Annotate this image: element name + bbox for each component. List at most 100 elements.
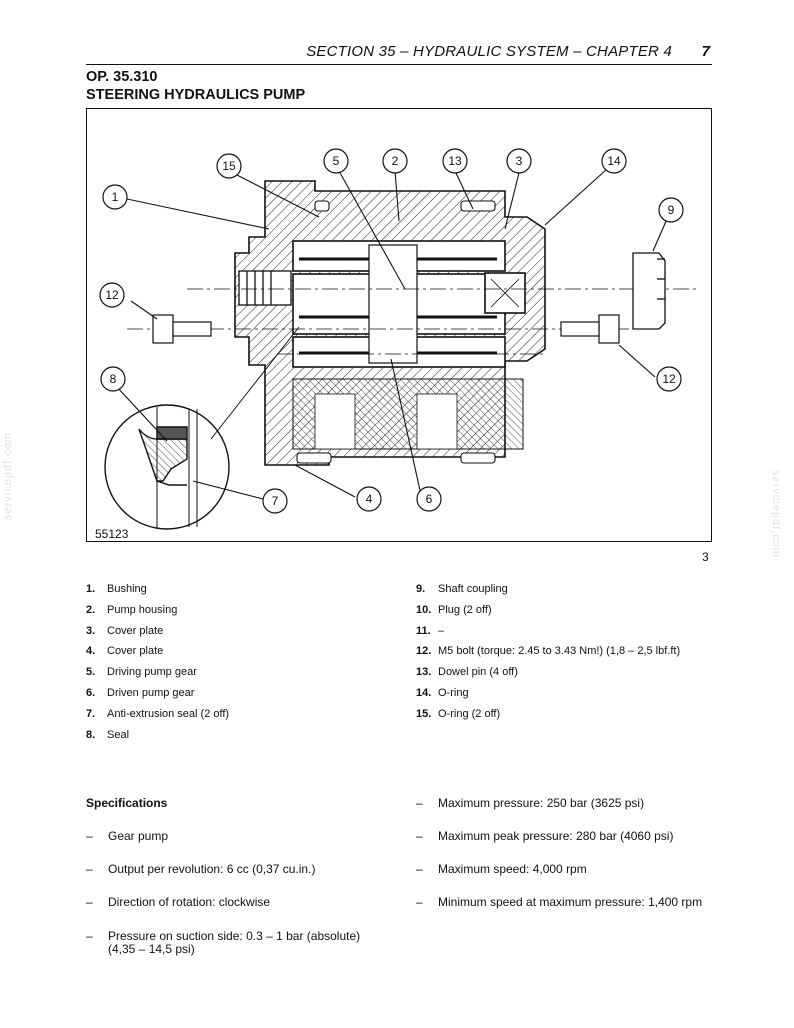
spec-item: –Maximum pressure: 250 bar (3625 psi) xyxy=(416,797,718,810)
bullet-dash: – xyxy=(416,895,423,909)
legend-item: 2. Pump housing xyxy=(86,604,229,625)
callout-2: 2 xyxy=(392,154,399,168)
legend-num: 8. xyxy=(86,728,96,741)
legend-num: 2. xyxy=(86,603,96,616)
legend-text: Pump housing xyxy=(107,603,178,616)
legend-text: Anti-extrusion seal (2 off) xyxy=(107,707,230,720)
legend-item: 7. Anti-extrusion seal (2 off) xyxy=(86,708,229,729)
callout-13: 13 xyxy=(448,154,462,168)
legend-num: 11. xyxy=(416,624,431,637)
pump-cross-section-drawing: 15 5 2 13 3 14 1 9 12 8 12 7 4 6 xyxy=(99,148,697,530)
spec-item: – Direction of rotation: clockwise xyxy=(86,896,388,909)
spec-item: – Minimum speed at maximum pressure: 1,40… xyxy=(416,896,718,909)
bullet-dash: – xyxy=(86,929,93,943)
operation-code: OP. 35.310 xyxy=(86,69,158,85)
callout-9: 9 xyxy=(668,203,675,217)
figure-number: 3 xyxy=(702,550,709,564)
spec-item: – Gear pump xyxy=(86,830,388,843)
dowel-pins xyxy=(296,200,496,464)
spec-text: Minimum speed at maximum pressure: 1,400… xyxy=(438,895,703,909)
legend-text: Dowel pin (4 off) xyxy=(438,666,518,679)
legend-item: 8. Seal xyxy=(86,729,229,750)
legend-item: 4. Cover plate xyxy=(86,645,229,666)
legend-num: 14. xyxy=(416,686,432,699)
legend-text: Shaft coupling xyxy=(438,583,508,595)
pump-body xyxy=(234,180,546,466)
bolt-left xyxy=(152,314,212,344)
legend-left: 1.Bushing 2. Pump housing 3. Cover plate 4… xyxy=(86,583,229,749)
center-lines xyxy=(127,288,697,355)
callout-6: 6 xyxy=(426,492,433,506)
watermark-right: servicepdf.com xyxy=(770,470,782,558)
legend-num: 1. xyxy=(86,583,96,595)
spec-text: Maximum speed: 4,000 rpm xyxy=(438,862,587,876)
legend-right: 9. Shaft coupling 10.Plug (2 off) 11.– 12… xyxy=(416,583,680,729)
legend-item: 15. O-ring (2 off) xyxy=(416,708,680,729)
callout-12-right: 12 xyxy=(662,372,676,386)
spec-item: – Maximum speed: 4,000 rpm xyxy=(416,863,718,876)
legend-text: Plug (2 off) xyxy=(438,603,492,616)
operation-heading: OP. 35.310 STEERING HYDRAULICS PUMP xyxy=(86,68,305,104)
watermark-left: servicepdf.com xyxy=(2,432,14,520)
leader-lines xyxy=(116,168,668,500)
gear-teeth xyxy=(299,257,497,355)
legend-item: 9. Shaft coupling xyxy=(416,583,680,604)
seal-detail-inset xyxy=(104,326,300,530)
legend-num: 12. xyxy=(416,645,432,658)
bullet-dash: – xyxy=(86,895,93,909)
legend-text: Driven pump gear xyxy=(107,686,195,699)
section-title: SECTION 35 – HYDRAULIC SYSTEM – CHAPTER … xyxy=(306,43,672,60)
legend-num: 5. xyxy=(86,666,96,679)
legend-num: 6. xyxy=(86,686,96,699)
legend-num: 7. xyxy=(86,707,96,720)
callout-8: 8 xyxy=(110,372,117,386)
legend-num: 15. xyxy=(416,707,432,720)
spec-text: Maximum pressure: 250 bar (3625 psi) xyxy=(438,796,645,810)
callout-1: 1 xyxy=(112,190,119,204)
callout-circles xyxy=(99,148,684,514)
legend-text: M5 bolt (torque: 2.45 to 3.43 Nm!) (1,8 … xyxy=(438,645,681,658)
operation-title: STEERING HYDRAULICS PUMP xyxy=(86,87,306,103)
legend-text: Driving pump gear xyxy=(107,666,197,679)
legend-item: 1.Bushing xyxy=(86,583,229,604)
legend-item: 13. Dowel pin (4 off) xyxy=(416,666,680,687)
page-number: 7 xyxy=(701,43,710,60)
spec-text: Gear pump xyxy=(108,829,169,843)
bullet-dash: – xyxy=(416,862,423,876)
spec-item: –Maximum peak pressure: 280 bar (4060 ps… xyxy=(416,830,718,843)
page-header: SECTION 35 – HYDRAULIC SYSTEM – CHAPTER … xyxy=(86,40,712,65)
bullet-dash: – xyxy=(86,829,93,843)
callout-12-left: 12 xyxy=(105,288,119,302)
legend-text: – xyxy=(438,624,445,637)
spec-text: Pressure on suction side: 0.3 – 1 bar (a… xyxy=(108,929,361,956)
callout-3: 3 xyxy=(516,154,523,168)
shaft-coupling xyxy=(632,252,666,330)
legend-num: 13. xyxy=(416,666,432,679)
legend-text: O-ring xyxy=(438,686,469,699)
legend-item: 14. O-ring xyxy=(416,687,680,708)
legend-num: 4. xyxy=(86,645,96,658)
legend-item: 11.– xyxy=(416,625,680,646)
legend-item: 12. M5 bolt (torque: 2.45 to 3.43 Nm!) (1… xyxy=(416,645,680,666)
spec-item: – Pressure on suction side: 0.3 – 1 bar (… xyxy=(86,930,388,956)
legend-item: 6. Driven pump gear xyxy=(86,687,229,708)
spec-text: Maximum peak pressure: 280 bar (4060 psi… xyxy=(438,829,674,843)
legend-text: Seal xyxy=(107,728,130,741)
legend-text: Cover plate xyxy=(107,624,164,637)
legend-num: 9. xyxy=(416,583,426,595)
spec-text: Output per revolution: 6 cc (0,37 cu.in.… xyxy=(108,862,316,876)
callout-15: 15 xyxy=(222,159,236,173)
legend-text: O-ring (2 off) xyxy=(438,707,501,720)
legend-num: 3. xyxy=(86,624,96,637)
legend-item: 10.Plug (2 off) xyxy=(416,604,680,625)
spec-item: –Output per revolution: 6 cc (0,37 cu.in… xyxy=(86,863,388,876)
callout-7: 7 xyxy=(272,494,279,508)
legend-item: 5. Driving pump gear xyxy=(86,666,229,687)
figure-code: 55123 xyxy=(95,527,129,541)
spec-text: Direction of rotation: clockwise xyxy=(108,895,271,909)
legend-text: Cover plate xyxy=(107,645,164,658)
callout-4: 4 xyxy=(366,492,373,506)
callout-5: 5 xyxy=(333,154,340,168)
callout-14: 14 xyxy=(607,154,621,168)
bolt-right xyxy=(560,314,620,344)
